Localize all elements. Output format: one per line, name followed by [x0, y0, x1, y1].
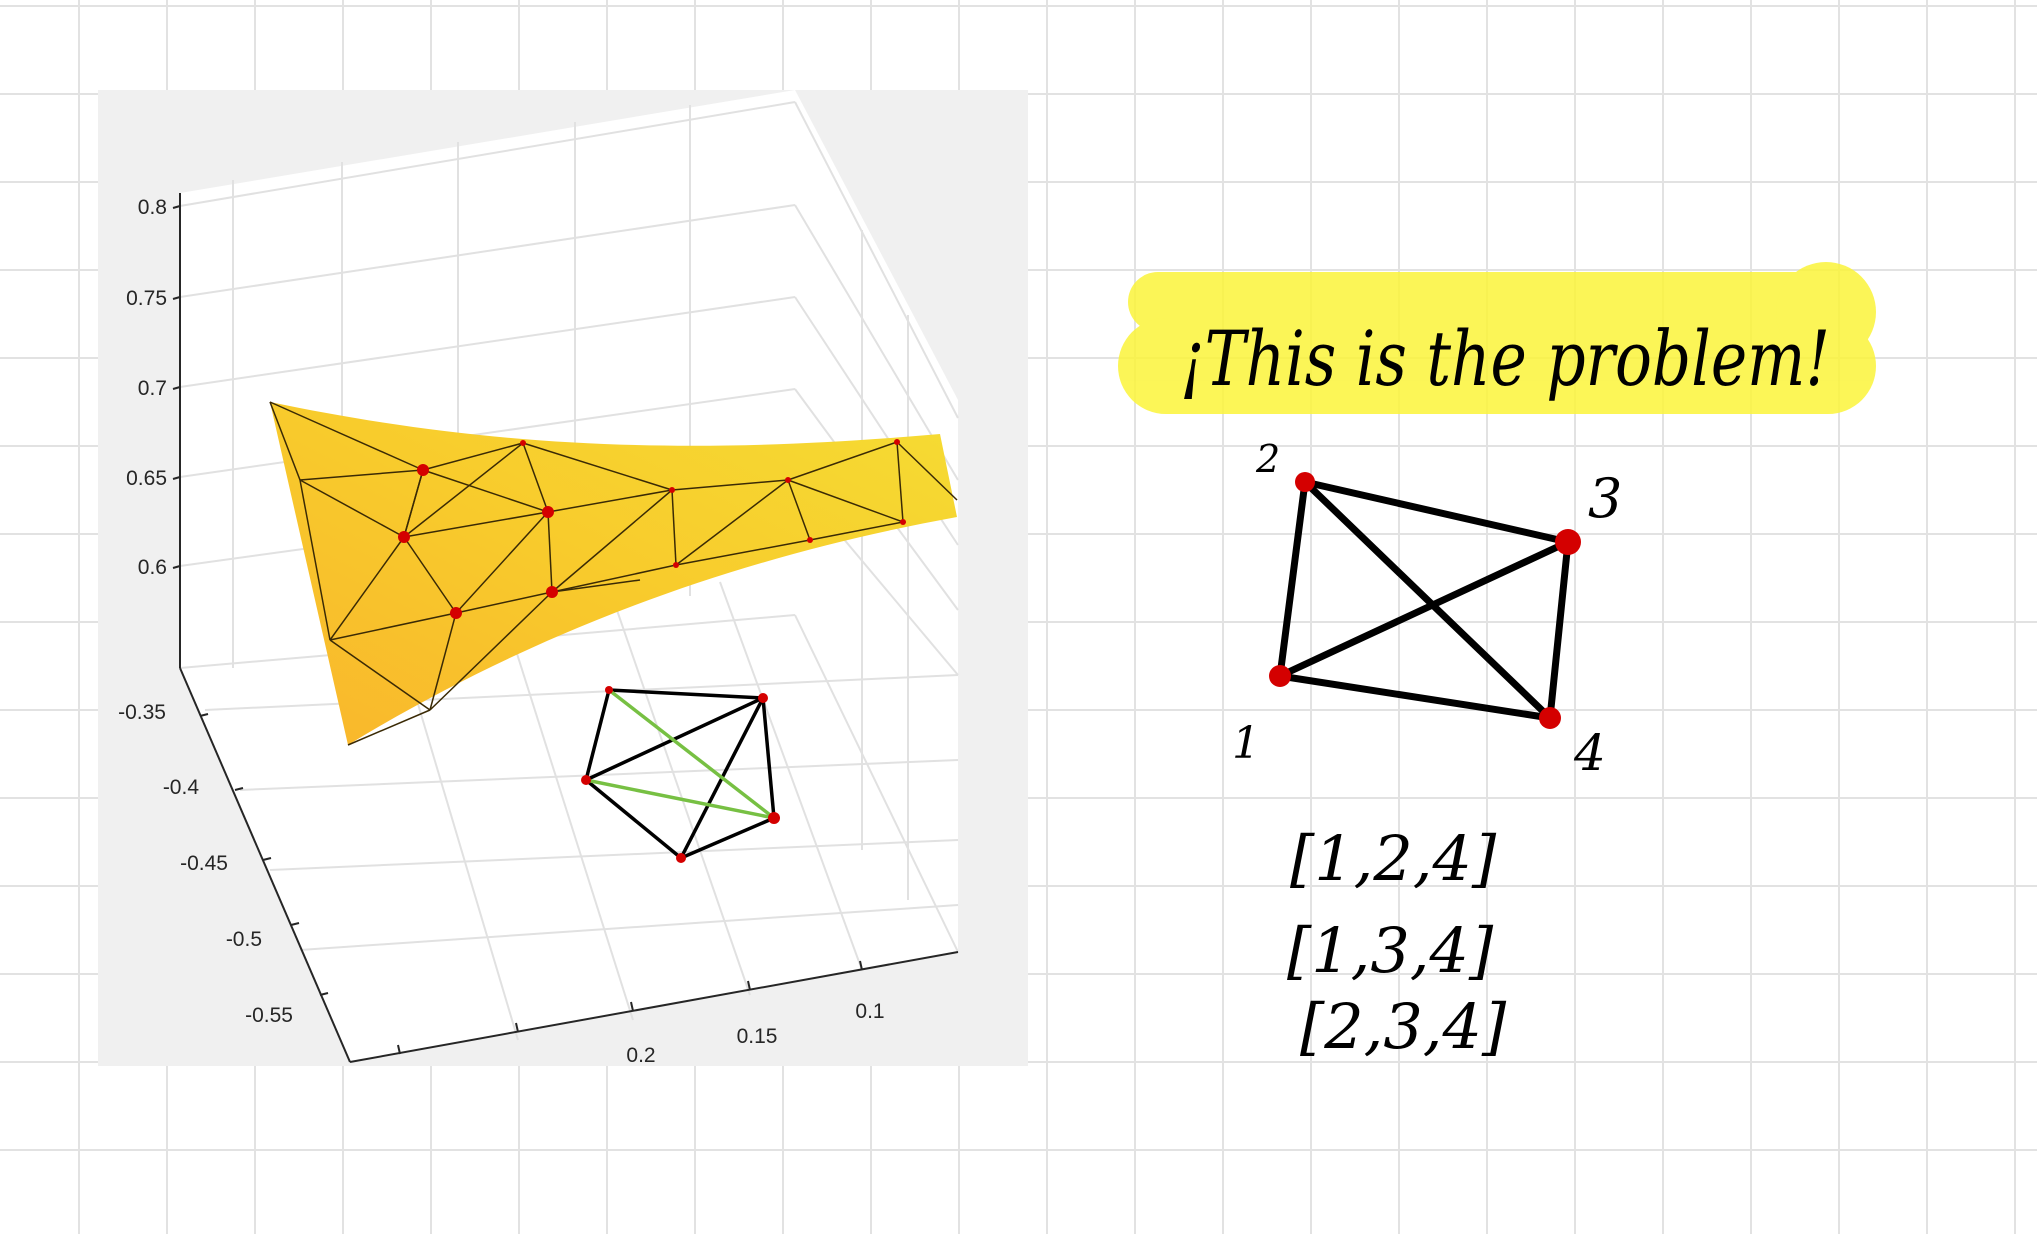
triangle-entry: [2,3,4]: [1300, 990, 1507, 1063]
y-tick-label: -0.55: [245, 1004, 293, 1027]
surface-nodes: [398, 439, 906, 619]
y-tick-labels: -0.35 -0.4 -0.45 -0.5 -0.55: [118, 701, 293, 1027]
tetra-edges: [584, 688, 776, 860]
z-tick-label: 0.8: [138, 196, 167, 219]
z-tick-label: 0.65: [126, 467, 167, 490]
axis-lines: [172, 193, 959, 1063]
vertex-1: [1269, 665, 1291, 687]
vertex-label-4: 4: [1573, 724, 1606, 782]
annotation: ¡This is the problem! 1 2 3 4: [1118, 262, 1876, 1063]
tetra-node: [605, 686, 613, 694]
surface-node: [542, 506, 554, 518]
z-tick-label: 0.6: [138, 556, 167, 579]
vertex-label-1: 1: [1232, 718, 1260, 769]
y-tick-label: -0.5: [226, 928, 262, 951]
tetra-diagram-vertices: [1269, 472, 1581, 729]
surface-edges: [269, 401, 958, 746]
surface-mesh: [269, 401, 958, 746]
surface-node: [546, 586, 558, 598]
vertex-3: [1555, 529, 1581, 555]
tetra-node: [581, 775, 591, 785]
vertex-4: [1539, 707, 1561, 729]
y-tick-label: -0.4: [163, 776, 200, 799]
surface-node: [900, 519, 906, 525]
surface-node: [669, 487, 675, 493]
tetra-node: [676, 853, 686, 863]
tetra-nodes: [581, 686, 780, 863]
x-tick-label: 0.15: [737, 1025, 778, 1048]
tetra-node: [768, 812, 780, 824]
vertex-label-2: 2: [1255, 437, 1280, 481]
surface-node: [785, 477, 791, 483]
tetra-diagram: 1 2 3 4: [1232, 437, 1622, 782]
surface-node: [450, 607, 462, 619]
surface-node: [673, 562, 679, 568]
surface-node: [398, 531, 410, 543]
x-tick-label: 0.2: [626, 1044, 655, 1067]
tetra-diagram-edges: [1276, 478, 1572, 722]
surface-node: [520, 440, 526, 446]
vertex-label-3: 3: [1588, 467, 1622, 530]
title-highlight: [1118, 262, 1876, 414]
z-tick-label: 0.7: [138, 377, 167, 400]
z-tick-label: 0.75: [126, 287, 167, 310]
tetra-mesh: [581, 686, 780, 863]
surface-node: [894, 439, 900, 445]
x-tick-label: 0.1: [855, 1000, 884, 1023]
y-tick-label: -0.45: [180, 852, 228, 875]
tetra-highlight-edges: [585, 688, 776, 820]
surface-patch: [270, 402, 957, 745]
surface-node: [807, 537, 813, 543]
surface-node: [417, 464, 429, 476]
x-tick-labels: 0.2 0.15 0.1: [626, 1000, 884, 1067]
triangle-list: [1,2,4] [1,3,4] [2,3,4]: [1287, 822, 1507, 1063]
y-tick-label: -0.35: [118, 701, 166, 724]
triangle-entry: [1,3,4]: [1287, 914, 1494, 987]
plot-figure: 0.8 0.75 0.7 0.65 0.6 -0.35 -0.4 -0.45 -…: [98, 90, 1028, 1067]
annotation-title: ¡This is the problem!: [1180, 314, 1830, 403]
triangle-entry: [1,2,4]: [1290, 822, 1497, 895]
tetra-node: [758, 693, 768, 703]
z-tick-labels: 0.8 0.75 0.7 0.65 0.6: [126, 196, 167, 579]
vertex-2: [1295, 472, 1315, 492]
